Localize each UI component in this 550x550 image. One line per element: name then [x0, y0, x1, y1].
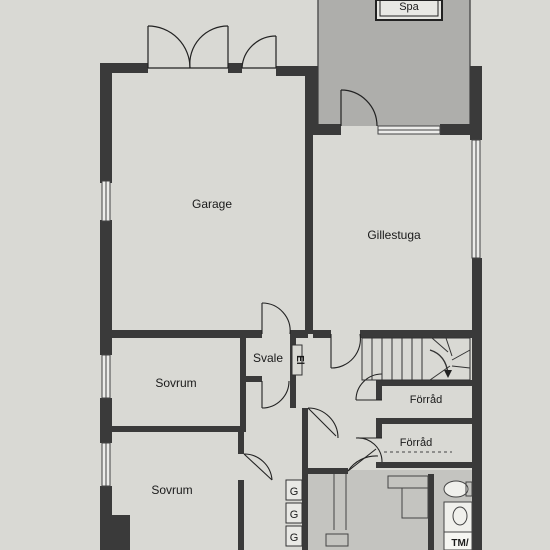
g-label-3: G [290, 532, 299, 544]
g-boxes [285, 479, 303, 547]
spa-door [340, 89, 378, 127]
garage-label: Garage [192, 197, 232, 211]
spa-tub-inner [379, 0, 439, 17]
garage-top-doors [147, 25, 277, 69]
forrad-2-label: Förråd [400, 437, 432, 449]
gillestuga-label: Gillestuga [367, 228, 421, 242]
wet-room-fixtures [325, 474, 473, 550]
exterior-walls [100, 63, 482, 550]
sovrum-2-label: Sovrum [151, 483, 192, 497]
g-label-1: G [290, 486, 299, 498]
spa-tub [375, 0, 443, 21]
g-label-2: G [290, 509, 299, 521]
window-mullions [105, 129, 477, 486]
sovrum-1-label: Sovrum [155, 376, 196, 390]
svale-label: Svale [253, 351, 283, 365]
interior-walls [100, 130, 472, 550]
el-label: El [294, 355, 305, 365]
spa-label: Spa [399, 1, 419, 13]
interior-doors [243, 302, 383, 481]
stair-arrow-icon [444, 370, 452, 378]
stairs [361, 337, 471, 381]
tm-label: TM/ [451, 538, 468, 549]
forrad-1-label: Förråd [410, 394, 442, 406]
el-cabinet [291, 344, 303, 376]
